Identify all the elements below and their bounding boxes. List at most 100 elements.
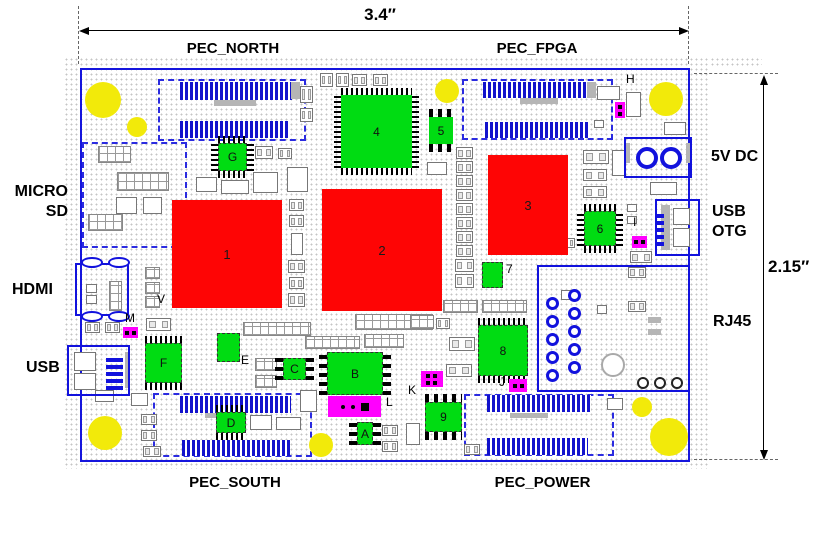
chip-green-6: 6 [584,211,616,246]
smd-component [650,182,677,195]
smd-component [291,233,303,255]
smd-component [143,446,161,457]
smd-component [627,216,637,224]
ref-label-I: I [633,215,637,229]
smd-component [648,317,661,323]
smd-component [443,300,478,313]
rj45-mount-pin [637,377,649,389]
chip-green-8: 8 [478,325,528,376]
usb-pin [106,358,123,362]
pin-row [425,432,462,440]
smd-component [627,204,637,212]
hdmi-inner-part [86,295,97,304]
smd-component [626,92,641,117]
smd-component [456,231,473,243]
height-dimension-label: 2.15″ [768,257,810,276]
usb-connector [67,345,130,396]
dim-guide-left [78,6,79,64]
pin-header-strip [180,82,292,100]
mounting-hole [309,433,333,457]
pin-row [425,394,462,402]
pin-row [341,168,412,175]
smd-component [98,146,131,163]
smd-component [336,73,349,87]
chip-red-2: 2 [322,189,442,311]
smd-component [116,197,137,214]
region-outline [462,79,613,140]
label-pec-south: PEC_SOUTH [189,474,281,491]
rj45-pin [546,297,559,310]
usb-pin [106,386,123,390]
usb-otg-pin [657,242,664,246]
pin-row [429,144,453,152]
label-usb: USB [26,359,60,376]
smd-component [456,189,473,201]
arrowhead-left [79,27,89,35]
dc-jack-tab [625,143,630,163]
rj45-pin [546,315,559,328]
label-usb-otg-line1: USB [712,203,746,220]
ref-label-E: E [241,353,250,367]
smd-component [289,215,304,227]
pin-row [145,336,182,343]
smd-component [456,217,473,229]
hdmi-mount-ear [108,311,130,322]
ref-label-V: V [157,292,166,306]
label-pec-power: PEC_POWER [494,474,591,491]
smd-component [255,358,277,371]
pin-header-strip [485,122,589,138]
smd-component [253,172,278,193]
mounting-hole [85,82,121,118]
pin-row [616,211,623,246]
smd-component [456,161,473,173]
test-point-pad [519,383,524,388]
smd-component [455,259,474,272]
smd-component [300,390,317,412]
test-point-pad [433,380,437,385]
smd-component [597,86,620,100]
smd-component [364,334,404,348]
label-pec-north: PEC_NORTH [186,40,280,57]
label-micro-sd: MICRO SD [6,182,68,222]
test-point-pad [512,383,517,388]
smd-component [145,282,160,294]
pin-row [216,433,246,440]
smd-component [141,414,157,425]
rj45-mount-pin [654,377,666,389]
chip-green-unlabeled [482,262,503,288]
pin-header-strip [180,121,288,138]
pin-row [334,95,341,168]
smd-component [427,162,447,175]
pin-row [577,211,584,246]
usb-otg-pin [657,228,664,232]
mounting-hole [435,79,459,103]
smd-component [406,423,420,445]
dot-grid-stub [710,57,762,68]
rj45-connector [537,265,690,392]
label-hdmi: HDMI [12,281,53,298]
smd-component [456,175,473,187]
chip-green-9: 9 [425,402,462,432]
smd-component [482,300,527,313]
dc-jack-tab [686,143,691,163]
smd-component [583,186,607,198]
pin-row [341,88,412,95]
smd-component [607,398,623,410]
mounting-hole [649,82,683,116]
usb-otg-pin [657,214,664,218]
smd-component [276,417,301,430]
smd-component [291,82,300,99]
test-point-pad [426,380,430,385]
height-dimension-line [763,84,764,452]
region-outline [82,142,187,248]
chip-green-D: D [216,412,246,433]
smd-component [88,214,123,231]
rj45-inner-part [597,305,607,314]
hdmi-connector [75,263,129,316]
label-usb-otg-line2: OTG [712,223,747,240]
dim-guide-top [694,73,778,74]
arrowhead-down [760,450,768,460]
test-point-pad [125,330,129,335]
test-point-pad [433,373,437,378]
led-circle [350,404,355,409]
